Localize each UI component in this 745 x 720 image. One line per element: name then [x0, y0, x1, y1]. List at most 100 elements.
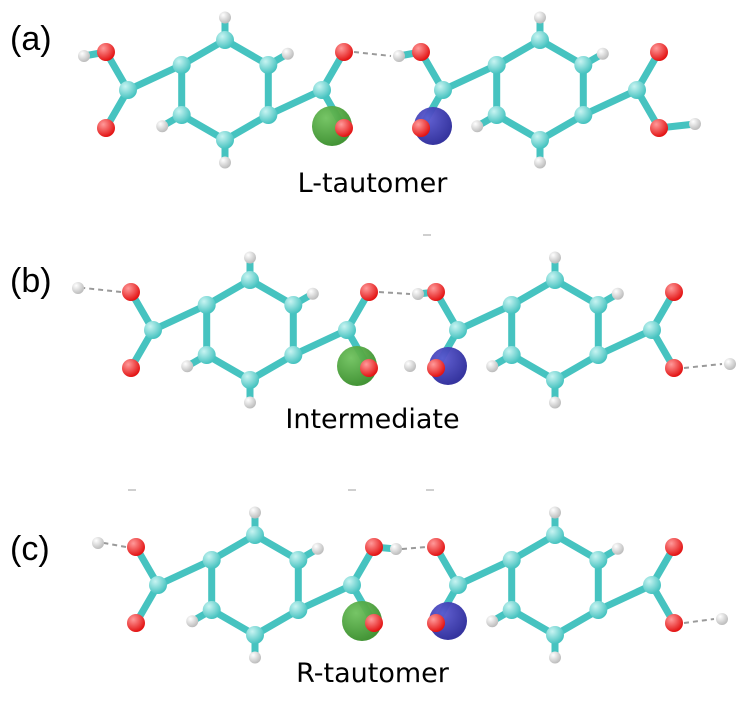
- hydrogen-bond-dashed: [83, 287, 122, 293]
- hydrogen-atom: [281, 47, 294, 60]
- oxygen-atom: [427, 359, 445, 377]
- hydrogen-atom: [549, 396, 561, 409]
- hydrogen-atom: [390, 543, 402, 555]
- carbon-atom: [487, 106, 506, 124]
- artifact-mark: [426, 489, 434, 491]
- carbon-atom: [144, 321, 162, 339]
- hydrogen-atom: [486, 360, 499, 373]
- carbon-atom: [502, 601, 521, 619]
- oxygen-atom: [412, 43, 430, 61]
- hydrogen-atom: [72, 282, 84, 294]
- artifact-mark: [128, 489, 136, 491]
- panel-label-b: (b): [10, 262, 52, 300]
- carbon-atom: [531, 31, 549, 49]
- artifact-mark: [423, 234, 431, 236]
- hydrogen-atom: [611, 542, 624, 555]
- oxygen-atom: [650, 119, 668, 137]
- carbon-atom: [589, 551, 608, 569]
- carbon-atom: [216, 31, 234, 49]
- hydrogen-atom: [306, 287, 319, 300]
- covalent-bond: [579, 86, 641, 119]
- caption-b: Intermediate: [285, 404, 460, 435]
- carbon-atom: [574, 56, 593, 74]
- oxygen-atom: [665, 538, 683, 556]
- hydrogen-atom: [549, 251, 561, 264]
- molecule-diagram-a: [78, 11, 701, 169]
- carbon-atom: [502, 346, 521, 364]
- hydrogen-atom: [724, 358, 736, 370]
- carbon-atom: [643, 576, 661, 594]
- carbon-atom: [202, 551, 221, 569]
- carbon-atom: [119, 81, 137, 99]
- molecule-diagram-c: [92, 506, 728, 664]
- hydrogen-bond-dashed: [103, 542, 127, 548]
- hydrogen-atom: [249, 506, 261, 519]
- hydrogen-atom: [689, 118, 701, 130]
- oxygen-atom: [97, 43, 115, 61]
- hydrogen-atom: [404, 360, 416, 372]
- hydrogen-atom: [219, 11, 231, 24]
- carbon-atom: [434, 81, 452, 99]
- oxygen-atom: [335, 119, 353, 137]
- carbon-atom: [259, 106, 278, 124]
- hydrogen-atom: [92, 537, 104, 549]
- carbon-atom: [289, 551, 308, 569]
- carbon-atom: [546, 626, 564, 644]
- carbon-atom: [216, 131, 234, 149]
- hydrogen-atom: [244, 396, 256, 409]
- hydrogen-bond-dashed: [401, 546, 427, 550]
- carbon-atom: [546, 526, 564, 544]
- hydrogen-atom: [219, 156, 231, 169]
- carbon-atom: [546, 271, 564, 289]
- hydrogen-atom: [412, 288, 424, 300]
- carbon-atom: [284, 296, 303, 314]
- carbon-atom: [313, 81, 331, 99]
- carbon-atom: [338, 321, 356, 339]
- carbon-atom: [149, 576, 167, 594]
- hydrogen-atom: [186, 615, 199, 628]
- carbon-atom: [546, 371, 564, 389]
- carbon-atom: [246, 626, 264, 644]
- hydrogen-atom: [311, 542, 324, 555]
- hydrogen-atom: [716, 613, 728, 625]
- oxygen-atom: [665, 283, 683, 301]
- oxygen-atom: [127, 538, 145, 556]
- carbon-atom: [449, 576, 467, 594]
- carbon-atom: [172, 106, 191, 124]
- hydrogen-atom: [249, 651, 261, 664]
- carbon-atom: [449, 321, 467, 339]
- hydrogen-atom: [549, 651, 561, 664]
- covalent-bond: [454, 556, 516, 589]
- caption-a: L-tautomer: [297, 168, 448, 199]
- oxygen-atom: [650, 43, 668, 61]
- hydrogen-atom: [78, 50, 90, 62]
- covalent-bond: [124, 61, 186, 94]
- hydrogen-atom: [393, 50, 405, 62]
- oxygen-atom: [665, 359, 683, 377]
- carbon-atom: [643, 321, 661, 339]
- covalent-bond: [289, 326, 351, 359]
- panel-a: (a) L-tautomer: [0, 0, 745, 220]
- oxygen-atom: [127, 614, 145, 632]
- oxygen-atom: [335, 43, 353, 61]
- carbon-atom: [259, 56, 278, 74]
- oxygen-atom: [122, 359, 140, 377]
- carbon-atom: [197, 296, 216, 314]
- carbon-atom: [246, 526, 264, 544]
- oxygen-atom: [365, 538, 383, 556]
- oxygen-atom: [360, 283, 378, 301]
- carbon-atom: [241, 371, 259, 389]
- carbon-atom: [628, 81, 646, 99]
- carbon-atom: [284, 346, 303, 364]
- carbon-atom: [241, 271, 259, 289]
- covalent-bond: [439, 61, 501, 94]
- hydrogen-atom: [534, 11, 546, 24]
- carbon-atom: [589, 296, 608, 314]
- carbon-atom: [197, 346, 216, 364]
- covalent-bond: [264, 86, 326, 119]
- oxygen-atom: [412, 119, 430, 137]
- oxygen-atom: [427, 283, 445, 301]
- hydrogen-bond-dashed: [353, 51, 392, 57]
